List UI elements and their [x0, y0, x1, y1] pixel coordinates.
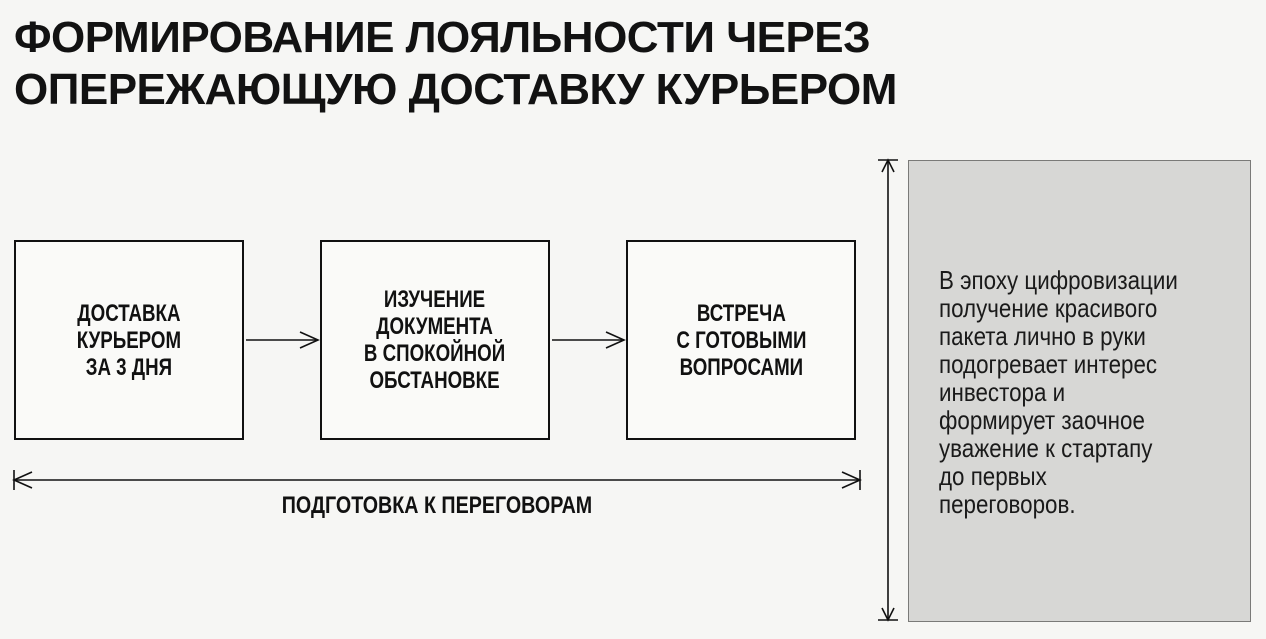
step-box-meeting: ВСТРЕЧА С ГОТОВЫМИ ВОПРОСАМИ [626, 240, 856, 440]
panel-height-marker [878, 158, 898, 622]
step-box-delivery: ДОСТАВКА КУРЬЕРОМ ЗА 3 ДНЯ [14, 240, 244, 440]
step-box-study: ИЗУЧЕНИЕ ДОКУМЕНТА В СПОКОЙНОЙ ОБСТАНОВК… [320, 240, 550, 440]
flow-arrow-1 [246, 331, 320, 349]
note-text: В эпоху цифровизации получение красивого… [939, 265, 1178, 519]
note-panel: В эпоху цифровизации получение красивого… [908, 160, 1251, 622]
span-arrow [12, 470, 862, 490]
step-label-delivery: ДОСТАВКА КУРЬЕРОМ ЗА 3 ДНЯ [76, 299, 182, 381]
page-title: ФОРМИРОВАНИЕ ЛОЯЛЬНОСТИ ЧЕРЕЗ ОПЕРЕЖАЮЩУ… [14, 12, 897, 116]
span-caption: ПОДГОТОВКА К ПЕРЕГОВОРАМ [281, 492, 593, 519]
title-line-1: ФОРМИРОВАНИЕ ЛОЯЛЬНОСТИ ЧЕРЕЗ [14, 13, 871, 62]
step-label-study: ИЗУЧЕНИЕ ДОКУМЕНТА В СПОКОЙНОЙ ОБСТАНОВК… [364, 286, 506, 394]
step-label-meeting: ВСТРЕЧА С ГОТОВЫМИ ВОПРОСАМИ [675, 299, 807, 381]
title-line-2: ОПЕРЕЖАЮЩУЮ ДОСТАВКУ КУРЬЕРОМ [14, 65, 897, 114]
flow-arrow-2 [552, 331, 626, 349]
